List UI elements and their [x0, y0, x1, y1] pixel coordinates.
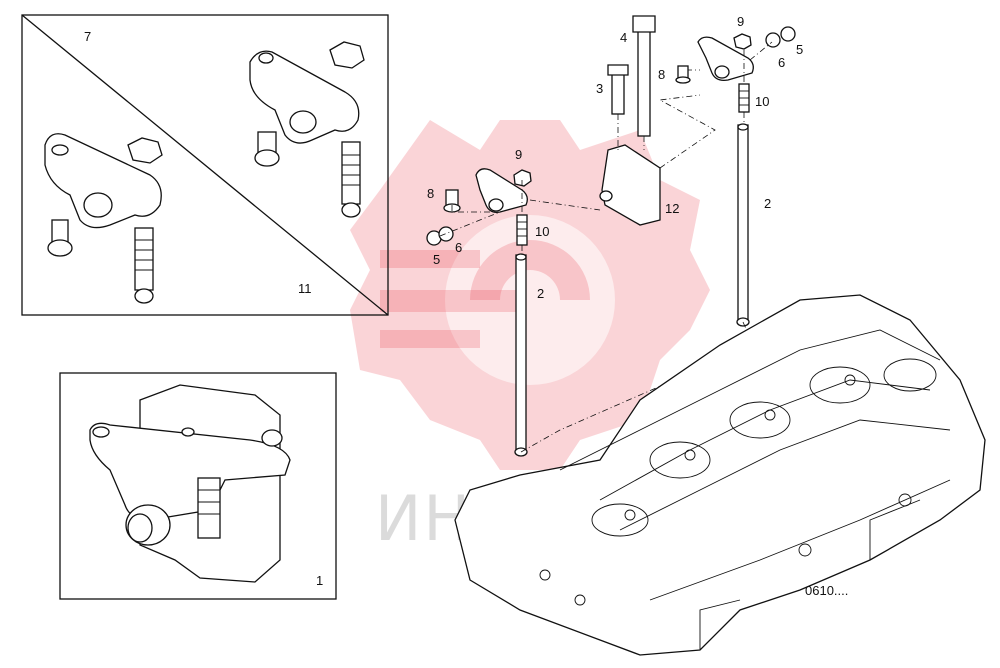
callout-1: 1	[316, 573, 323, 588]
drawing-reference: 0610....	[805, 583, 848, 598]
callout-10-right: 10	[755, 94, 769, 109]
inset-box-rocker-assembly	[59, 372, 337, 600]
cylinder-head	[454, 294, 986, 656]
callout-3: 3	[596, 81, 603, 96]
callout-2-right: 2	[764, 196, 771, 211]
callout-7: 7	[84, 29, 91, 44]
middle-parts	[426, 15, 721, 457]
callout-6-left: 6	[455, 240, 462, 255]
callout-8-right: 8	[658, 67, 665, 82]
callout-12: 12	[665, 201, 679, 216]
callout-10-left: 10	[535, 224, 549, 239]
callout-5-left: 5	[433, 252, 440, 267]
callout-5-right: 5	[796, 42, 803, 57]
right-parts	[675, 26, 796, 361]
callout-8-left: 8	[427, 186, 434, 201]
callout-4: 4	[620, 30, 627, 45]
callout-11: 11	[298, 281, 312, 296]
callout-2-left: 2	[537, 286, 544, 301]
callout-9-right: 9	[737, 14, 744, 29]
inset-box-kit	[21, 14, 389, 316]
callout-6-right: 6	[778, 55, 785, 70]
callout-9-left: 9	[515, 147, 522, 162]
